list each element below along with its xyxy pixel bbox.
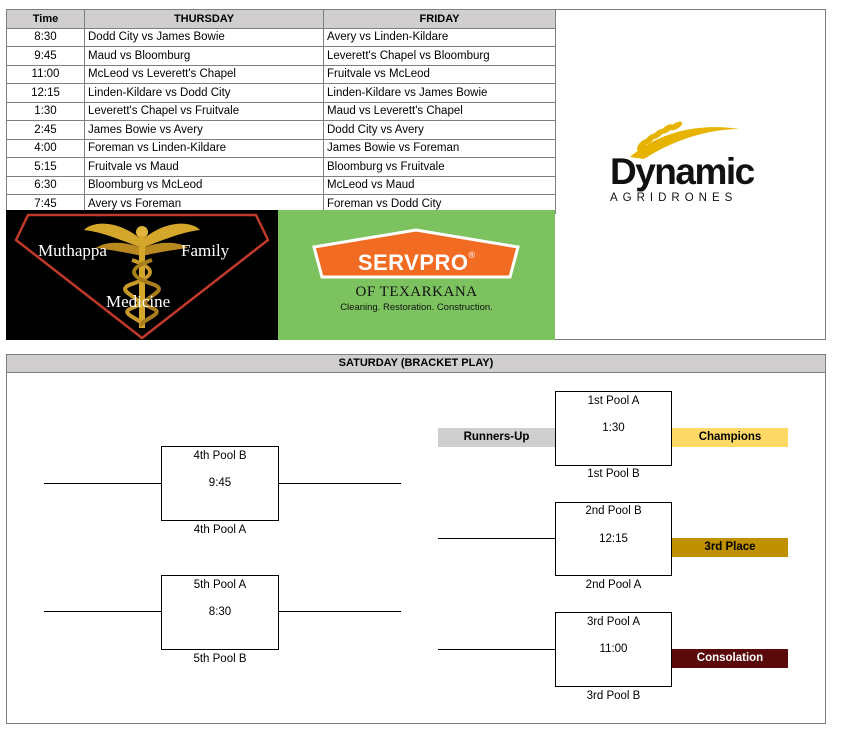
thursday-header: THURSDAY (84, 9, 324, 29)
saturday-header: SATURDAY (BRACKET PLAY) (6, 354, 826, 373)
match-bottom-team: 2nd Pool A (585, 579, 642, 591)
match-time: 9:45 (208, 477, 232, 489)
thursday-cell: Fruitvale vs Maud (84, 157, 324, 177)
muthappa-word: Muthappa (38, 241, 107, 260)
time-cell: 8:30 (6, 27, 85, 47)
match-box (555, 391, 672, 466)
champions-tag: Champions (672, 428, 788, 447)
friday-cell: Linden-Kildare vs James Bowie (323, 83, 556, 103)
friday-cell: Bloomburg vs Fruitvale (323, 157, 556, 177)
servpro-logo: SERVPRO® OF TEXARKANA Cleaning. Restorat… (278, 210, 555, 340)
match-box (161, 446, 279, 521)
time-cell: 4:00 (6, 138, 85, 158)
servpro-registered-mark: ® (468, 250, 476, 260)
match-top-team: 3rd Pool A (586, 616, 641, 628)
match-bottom-team: 5th Pool B (193, 653, 247, 665)
match-top-team: 2nd Pool B (585, 505, 642, 517)
friday-cell: McLeod vs Maud (323, 175, 556, 195)
consolation-tag: Consolation (672, 649, 788, 668)
friday-cell: Leverett's Chapel vs Bloomburg (323, 46, 556, 66)
bracket-line (438, 538, 555, 539)
muthappa-family-medicine-logo: Muthappa Family Medicine (6, 210, 278, 340)
bracket-line (44, 611, 161, 612)
friday-cell: James Bowie vs Foreman (323, 138, 556, 158)
thursday-cell: Bloomburg vs McLeod (84, 175, 324, 195)
match-time: 11:00 (599, 643, 628, 655)
friday-cell: Dodd City vs Avery (323, 120, 556, 140)
time-cell: 12:15 (6, 83, 85, 103)
thursday-cell: McLeod vs Leverett's Chapel (84, 64, 324, 84)
bracket-line (438, 649, 555, 650)
match-top-team: 5th Pool A (193, 579, 247, 591)
match-bottom-team: 4th Pool A (193, 524, 247, 536)
friday-cell: Fruitvale vs McLeod (323, 64, 556, 84)
time-cell: 1:30 (6, 101, 85, 121)
friday-header: FRIDAY (323, 9, 556, 29)
dynamic-brand: Dynamic (610, 151, 755, 192)
match-box (161, 575, 279, 650)
friday-cell: Avery vs Linden-Kildare (323, 27, 556, 47)
time-cell: 5:15 (6, 157, 85, 177)
match-time: 12:15 (599, 533, 628, 545)
match-box (555, 612, 672, 687)
dynamic-agridrones-logo: Dynamic AGRIDRONES (580, 115, 800, 215)
caduceus-icon (14, 213, 270, 340)
time-cell: 2:45 (6, 120, 85, 140)
bracket-line (279, 483, 401, 484)
runners-up-tag: Runners-Up (438, 428, 555, 447)
thursday-cell: Foreman vs Linden-Kildare (84, 138, 324, 158)
match-box (555, 502, 672, 576)
match-bottom-team: 1st Pool B (587, 468, 640, 480)
bracket-line (279, 611, 401, 612)
servpro-brand: SERVPRO (357, 250, 469, 275)
match-bottom-team: 3rd Pool B (586, 690, 641, 702)
thursday-cell: Dodd City vs James Bowie (84, 27, 324, 47)
friday-cell: Maud vs Leverett's Chapel (323, 101, 556, 121)
family-word: Family (181, 241, 230, 260)
schedule-header-row: Time THURSDAY FRIDAY (6, 9, 556, 29)
wheat-icon (630, 121, 740, 159)
thursday-cell: Leverett's Chapel vs Fruitvale (84, 101, 324, 121)
servpro-tagline: Cleaning. Restoration. Construction. (340, 302, 493, 313)
match-top-team: 1st Pool A (587, 395, 640, 407)
agridrones-subtitle: AGRIDRONES (610, 192, 738, 204)
thursday-cell: Maud vs Bloomburg (84, 46, 324, 66)
third-place-tag: 3rd Place (672, 538, 788, 557)
time-cell: 11:00 (6, 64, 85, 84)
match-top-team: 4th Pool B (193, 450, 247, 462)
bracket-line (44, 483, 161, 484)
thursday-cell: James Bowie vs Avery (84, 120, 324, 140)
match-time: 8:30 (208, 606, 232, 618)
sponsor-frame (555, 9, 826, 340)
servpro-location: OF TEXARKANA (355, 284, 478, 300)
time-cell: 9:45 (6, 46, 85, 66)
match-time: 1:30 (602, 422, 625, 434)
medicine-word: Medicine (106, 292, 171, 311)
thursday-cell: Linden-Kildare vs Dodd City (84, 83, 324, 103)
house-roof-icon (312, 228, 520, 279)
time-cell: 6:30 (6, 175, 85, 195)
time-header: Time (6, 9, 85, 29)
